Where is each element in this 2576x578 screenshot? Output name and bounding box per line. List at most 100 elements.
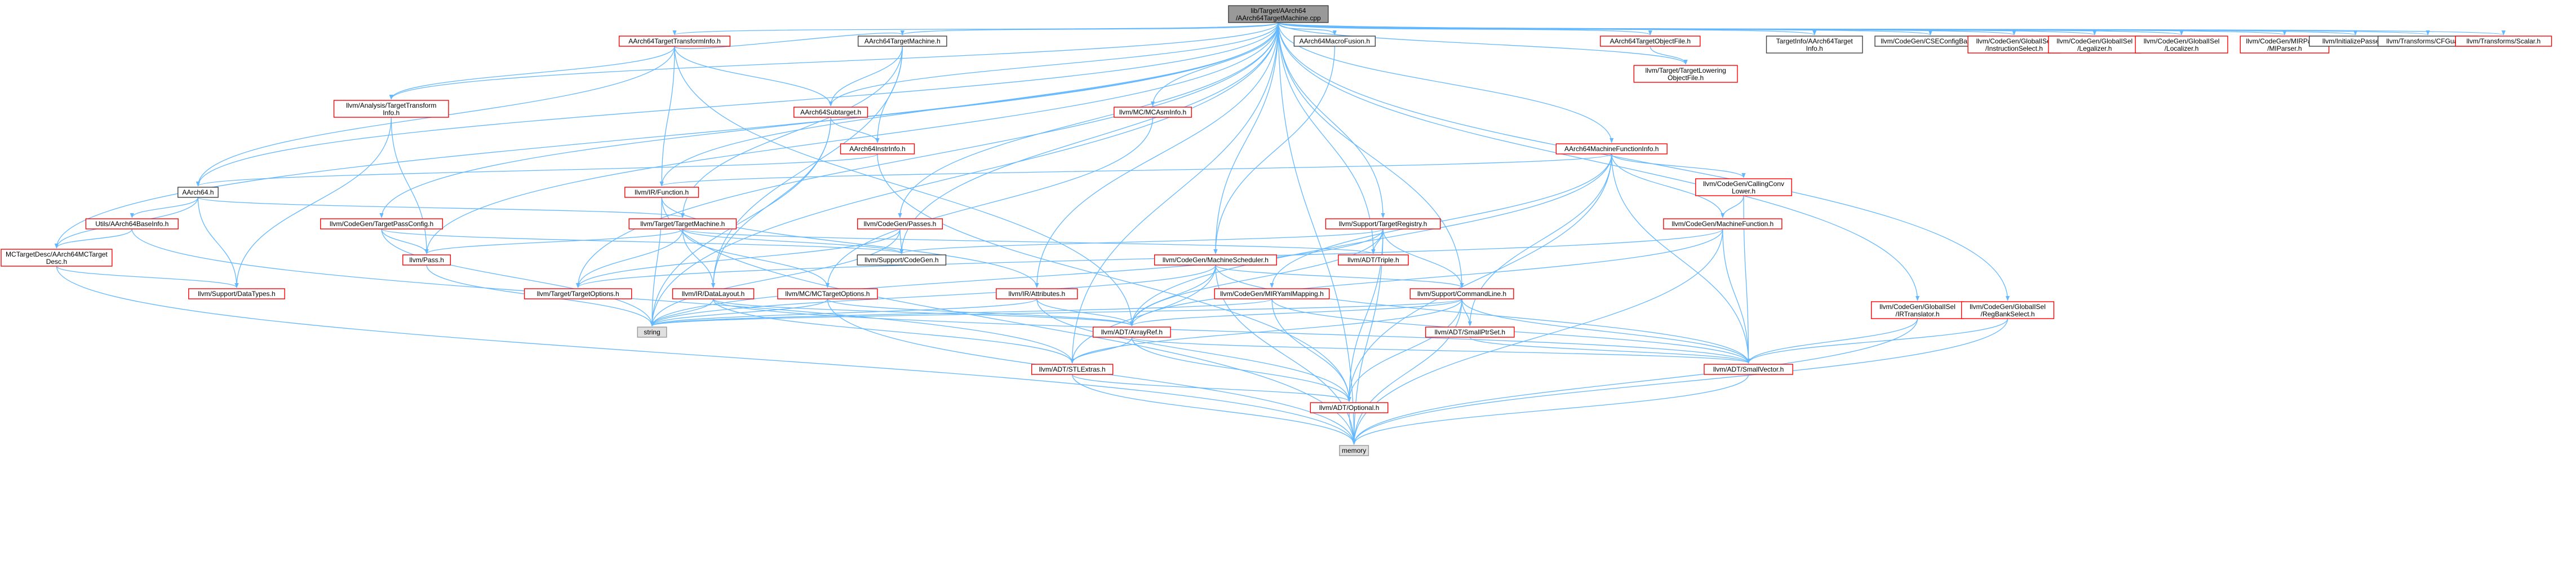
node-cgsched[interactable]: llvm/CodeGen/MachineScheduler.h [1154, 254, 1277, 266]
node-irtranslator[interactable]: llvm/CodeGen/GlobalISel/IRTranslator.h [1870, 301, 1965, 319]
node-triple[interactable]: llvm/ADT/Triple.h [1338, 254, 1409, 266]
edge-path-18 [659, 22, 1279, 187]
edge-stlextras-to-memory [1072, 374, 1356, 445]
edge-datalayout-to-smallvector [712, 298, 1750, 364]
node-mcasminfo[interactable]: llvm/MC/MCAsmInfo.h [1114, 107, 1192, 118]
node-ttinfo[interactable]: AArch64TargetTransformInfo.h [618, 36, 731, 47]
node-analysistti[interactable]: llvm/Analysis/TargetTransformInfo.h [333, 100, 449, 118]
node-macrofusion[interactable]: AArch64MacroFusion.h [1293, 36, 1376, 47]
edge-arrayref-to-stlextras [1070, 337, 1133, 364]
node-cgmf[interactable]: llvm/CodeGen/MachineFunction.h [1663, 218, 1783, 230]
node-label-cse-0: llvm/CodeGen/CSEConfigBase.h [1881, 37, 1980, 45]
node-arrayref[interactable]: llvm/ADT/ArrayRef.h [1092, 326, 1171, 338]
edge-root-to-toptions [576, 22, 1279, 288]
node-tm[interactable]: AArch64TargetMachine.h [857, 36, 947, 47]
node-datatypes[interactable]: llvm/Support/DataTypes.h [188, 288, 285, 299]
node-instrinfo[interactable]: AArch64InstrInfo.h [840, 143, 915, 155]
node-tregistry[interactable]: llvm/Support/TargetRegistry.h [1325, 218, 1441, 230]
edge-datalayout-to-arrayref [712, 298, 1134, 326]
node-box-optional [1310, 402, 1389, 413]
node-codegen[interactable]: llvm/Support/CodeGen.h [857, 254, 947, 266]
node-cgpassconfig[interactable]: llvm/CodeGen/TargetPassConfig.h [320, 218, 444, 230]
edge-tregistry-to-codegen [899, 228, 1384, 254]
edge-root-to-subtarget [828, 22, 1279, 107]
node-smallvector[interactable]: llvm/ADT/SmallVector.h [1704, 364, 1793, 375]
node-label-tgtinfo-1: Info.h [1806, 45, 1823, 52]
edge-path-97 [576, 228, 1723, 288]
edge-path-26 [650, 22, 1279, 326]
edge-root-to-cmdline [1278, 22, 1464, 288]
node-localizer[interactable]: llvm/CodeGen/GlobalISel/Localizer.h [2135, 36, 2228, 54]
edge-cgmf-to-smallvector [1722, 228, 1751, 364]
node-cse[interactable]: llvm/CodeGen/CSEConfigBase.h [1874, 36, 1987, 47]
edge-path-62 [1270, 153, 1612, 288]
node-box-scalar [2455, 36, 2552, 47]
edge-path-31 [1278, 22, 2010, 301]
edge-path-136 [1072, 374, 1356, 445]
node-box-instrinfo [840, 143, 915, 155]
node-legalizer[interactable]: llvm/CodeGen/GlobalISel/Legalizer.h [2048, 36, 2142, 54]
node-regbank[interactable]: llvm/CodeGen/GlobalISel/RegBankSelect.h [1961, 301, 2055, 319]
node-string[interactable]: string [637, 326, 667, 338]
edge-path-42 [828, 46, 903, 107]
edge-path-28 [1278, 22, 1376, 254]
node-label-instsel-1: /InstructionSelect.h [1985, 45, 2043, 52]
edge-path-55 [877, 153, 1351, 402]
node-memory[interactable]: memory [1339, 445, 1369, 456]
edge-path-54 [196, 153, 878, 187]
node-objfile[interactable]: AArch64TargetObjectFile.h [1600, 36, 1701, 47]
node-optional[interactable]: llvm/ADT/Optional.h [1310, 402, 1389, 413]
node-cgpasses[interactable]: llvm/CodeGen/Passes.h [857, 218, 943, 230]
edge-aarch64h-to-targetmachine [197, 197, 685, 218]
node-subtarget[interactable]: AArch64Subtarget.h [793, 107, 868, 118]
edge-path-25 [828, 22, 1279, 107]
node-box-cgpasses [857, 218, 943, 230]
edge-mcdesc-to-datatypes [56, 266, 239, 288]
node-aarch64h[interactable]: AArch64.h [177, 187, 219, 198]
node-pass[interactable]: llvm/Pass.h [402, 254, 451, 266]
node-mfi[interactable]: AArch64MachineFunctionInfo.h [1555, 143, 1668, 155]
node-targetmachine[interactable]: llvm/Target/TargetMachine.h [628, 218, 737, 230]
node-box-cgmf [1663, 218, 1783, 230]
node-attributes[interactable]: llvm/IR/Attributes.h [996, 288, 1078, 299]
node-utilsbase[interactable]: Utils/AArch64BaseInfo.h [85, 218, 179, 230]
edge-path-102 [1070, 264, 1216, 364]
node-label-utilsbase-0: Utils/AArch64BaseInfo.h [95, 220, 169, 228]
node-root[interactable]: lib/Target/AArch64/AArch64TargetMachine.… [1228, 5, 1329, 23]
node-box-string [637, 326, 667, 338]
node-box-mcasminfo [1114, 107, 1192, 118]
node-label-initpasses-0: llvm/InitializePasses.h [2322, 37, 2388, 45]
node-mirymapping[interactable]: llvm/CodeGen/MIRYamlMapping.h [1214, 288, 1330, 299]
node-box-irtranslator [1870, 301, 1965, 319]
node-scalar[interactable]: llvm/Transforms/Scalar.h [2455, 36, 2552, 47]
node-label-memory-0: memory [1342, 447, 1366, 455]
node-stlextras[interactable]: llvm/ADT/STLExtras.h [1031, 364, 1114, 375]
node-toptions[interactable]: llvm/Target/TargetOptions.h [524, 288, 632, 299]
edge-path-134 [1469, 337, 1751, 364]
edge-regbank-to-memory [1352, 318, 2009, 445]
edge-path-104 [1215, 264, 1464, 288]
node-instsel[interactable]: llvm/CodeGen/GlobalISel/InstructionSelec… [1967, 36, 2061, 54]
node-smallptrset[interactable]: llvm/ADT/SmallPtrSet.h [1425, 326, 1515, 338]
edge-path-93 [650, 228, 1384, 326]
edge-cmdline-to-memory [1352, 298, 1462, 445]
edge-attributes-to-string [650, 298, 1038, 326]
node-cfguard[interactable]: llvm/Transforms/CFGuard.h [2377, 36, 2479, 47]
node-box-pass [402, 254, 451, 266]
edge-tregistry-to-string [650, 228, 1384, 326]
node-box-subtarget [793, 107, 868, 118]
node-cmdline[interactable]: llvm/Support/CommandLine.h [1409, 288, 1514, 299]
edge-cgsched-to-smallvector [1215, 264, 1751, 364]
edge-optional-to-memory [1349, 412, 1356, 445]
node-datalayout[interactable]: llvm/IR/DataLayout.h [672, 288, 755, 299]
edge-path-84 [899, 228, 904, 254]
node-box-instsel [1967, 36, 2061, 54]
node-box-tm [857, 36, 947, 47]
node-mcoptions[interactable]: llvm/MC/MCTargetOptions.h [777, 288, 878, 299]
node-label-instsel-0: llvm/CodeGen/GlobalISel [1976, 37, 2052, 45]
node-irfunction[interactable]: llvm/IR/Function.h [624, 187, 699, 198]
